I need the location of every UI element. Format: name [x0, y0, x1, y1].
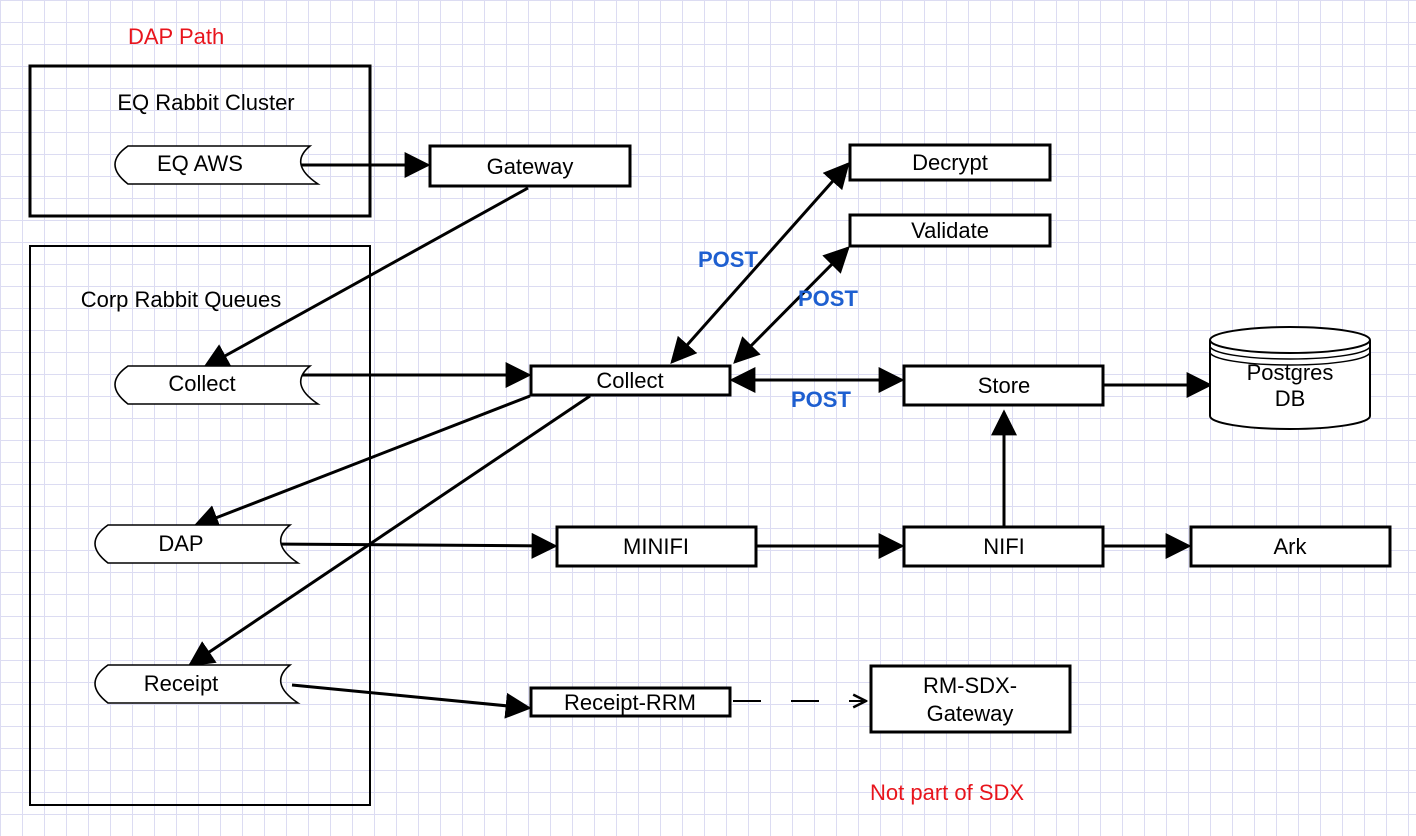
queue-eq-aws: EQ AWS: [114, 145, 321, 185]
post-label-decrypt: POST: [698, 247, 758, 272]
queue-receipt: Receipt: [94, 664, 301, 704]
service-validate: Validate: [848, 213, 1052, 248]
service-store-label: Store: [978, 373, 1031, 398]
service-nifi: NIFI: [902, 525, 1105, 568]
edge-gateway-collect-queue: [202, 186, 529, 369]
service-validate-label: Validate: [911, 218, 989, 243]
edges: [187, 152, 1213, 719]
queue-collect: Collect: [114, 365, 321, 405]
post-label-validate: POST: [798, 286, 858, 311]
queue-collect-label: Collect: [168, 371, 235, 396]
queue-eq-aws-label: EQ AWS: [157, 151, 243, 176]
corp-rabbit-queues-group: Corp Rabbit Queues: [29, 245, 371, 806]
edge-collect-receipt-queue: [187, 394, 591, 667]
eq-rabbit-cluster-label: EQ Rabbit Cluster: [117, 90, 294, 115]
service-rm-sdx-gateway: RM-SDX- Gateway: [869, 664, 1072, 734]
queue-dap: DAP: [94, 524, 301, 564]
diagram-title: DAP Path: [128, 24, 224, 49]
postgres-db-label-line1: Postgres: [1247, 360, 1334, 385]
service-rm-sdx-gateway-label-line2: Gateway: [927, 701, 1014, 726]
service-nifi-label: NIFI: [983, 534, 1025, 559]
service-decrypt-label: Decrypt: [912, 150, 988, 175]
edge-dap-minifi: [267, 532, 558, 559]
post-label-store: POST: [791, 387, 851, 412]
service-collect: Collect: [529, 364, 732, 397]
edge-collect-validate: [733, 246, 850, 364]
service-gateway: Gateway: [428, 144, 632, 188]
postgres-db-cylinder: Postgres DB: [1209, 326, 1371, 430]
queue-dap-label: DAP: [158, 531, 203, 556]
postgres-db-label-line2: DB: [1275, 386, 1306, 411]
edge-receipt-receiptrrm: [291, 683, 532, 719]
service-gateway-label: Gateway: [487, 154, 574, 179]
service-ark: Ark: [1189, 525, 1392, 568]
service-receipt-rrm-label: Receipt-RRM: [564, 690, 696, 715]
service-decrypt: Decrypt: [848, 143, 1052, 182]
queue-receipt-label: Receipt: [144, 671, 219, 696]
service-collect-label: Collect: [596, 368, 663, 393]
service-minifi: MINIFI: [555, 525, 758, 568]
service-minifi-label: MINIFI: [623, 534, 689, 559]
service-store: Store: [902, 364, 1105, 407]
corp-rabbit-queues-label: Corp Rabbit Queues: [81, 287, 282, 312]
not-part-of-sdx-note: Not part of SDX: [870, 780, 1024, 805]
edge-collect-dap-queue: [192, 394, 531, 530]
service-receipt-rrm: Receipt-RRM: [529, 686, 732, 718]
service-rm-sdx-gateway-label-line1: RM-SDX-: [923, 673, 1017, 698]
eq-rabbit-cluster-group: EQ Rabbit Cluster: [28, 64, 372, 218]
service-ark-label: Ark: [1274, 534, 1308, 559]
